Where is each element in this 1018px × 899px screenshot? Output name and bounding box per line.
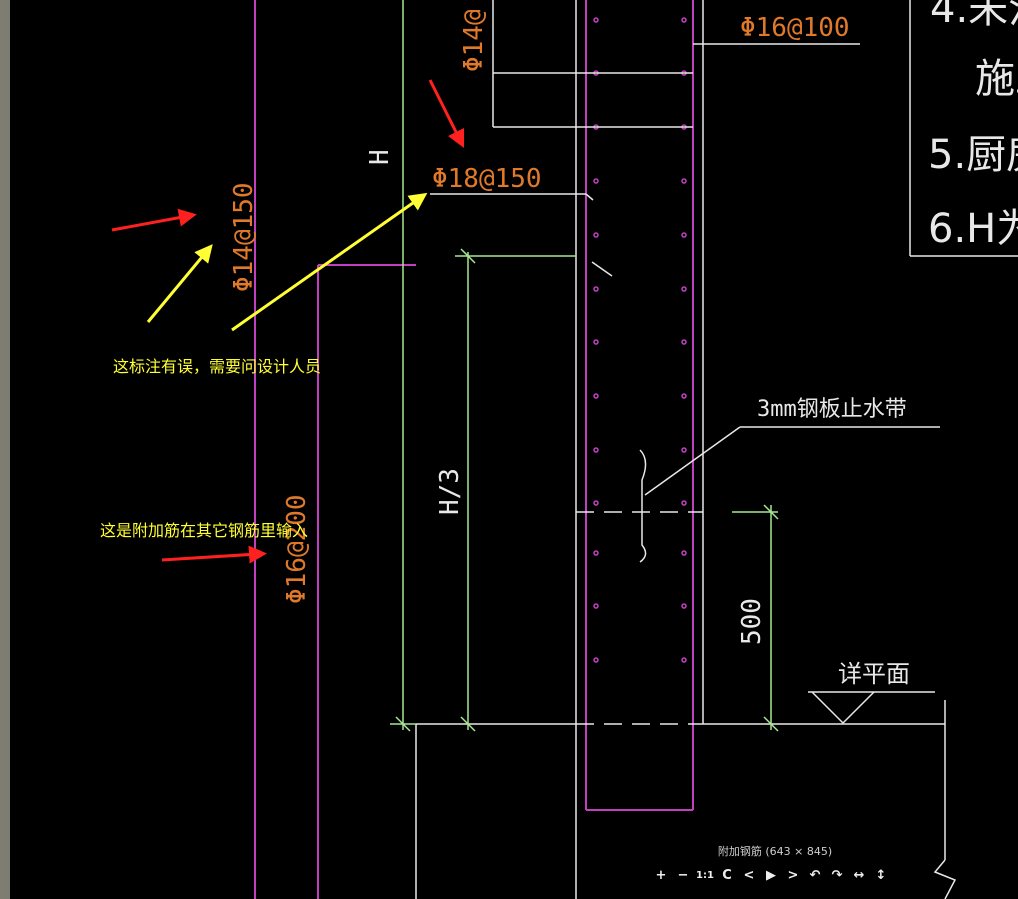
label-waterstop: 3mm钢板止水带 <box>757 397 907 422</box>
viewer-toolbar: + − 1:1 C < ▶ > ↶ ↷ ↔ ↕ <box>650 866 892 884</box>
dimension-lines <box>390 0 779 732</box>
label-bar-top-right: Φ16@100 <box>740 13 850 43</box>
image-caption: 附加钢筋 (643 × 845) <box>717 845 833 858</box>
red-arrow-icon <box>111 208 197 232</box>
flip-vertical-button[interactable]: ↕ <box>875 867 887 883</box>
notes-line-2: 施工 <box>975 56 1018 102</box>
yellow-arrows <box>146 192 428 332</box>
window-edge <box>0 0 10 899</box>
notes-line-3: 5.厨房 <box>928 132 1018 178</box>
red-arrow-icon <box>161 545 267 564</box>
label-see-plan: 详平面 <box>838 660 910 688</box>
notes-line-4: 6.H为 <box>928 206 1018 252</box>
rotate-right-button[interactable]: ↷ <box>831 867 843 883</box>
yellow-arrow-icon <box>146 244 213 323</box>
annotation-note-2: 这是附加筋在其它钢筋里输入 <box>100 521 309 540</box>
red-arrow-icon <box>428 79 465 149</box>
zoom-out-button[interactable]: − <box>677 867 689 883</box>
label-dim-500: 500 <box>737 598 767 645</box>
yellow-arrow-icon <box>231 192 428 332</box>
next-button[interactable]: > <box>787 867 799 883</box>
label-bar-vertical-top: Φ14@ <box>459 9 489 72</box>
label-bar-vertical-lower: Φ16@200 <box>282 494 312 604</box>
white-lines <box>415 0 1018 899</box>
play-button[interactable]: ▶ <box>766 867 776 883</box>
rotate-left-button[interactable]: ↶ <box>809 867 821 883</box>
reset-button[interactable]: C <box>722 867 732 883</box>
prev-button[interactable]: < <box>743 867 755 883</box>
label-dim-h3: H/3 <box>435 468 465 515</box>
flip-horizontal-button[interactable]: ↔ <box>853 867 865 883</box>
rebar-dots <box>593 17 687 663</box>
label-bar-mid: Φ18@150 <box>432 164 542 194</box>
label-dim-h: H <box>365 149 395 165</box>
notes-box: 4.未注 施工 5.厨房 6.H为 <box>928 0 1018 252</box>
red-arrows <box>111 79 465 564</box>
actual-size-button[interactable]: 1:1 <box>696 869 714 881</box>
notes-line-1: 4.未注 <box>930 0 1018 32</box>
wall-lines <box>254 0 694 899</box>
label-bar-vertical-left: Φ14@150 <box>229 182 259 292</box>
zoom-in-button[interactable]: + <box>655 867 667 883</box>
annotation-note-1: 这标注有误，需要问设计人员 <box>113 357 322 376</box>
